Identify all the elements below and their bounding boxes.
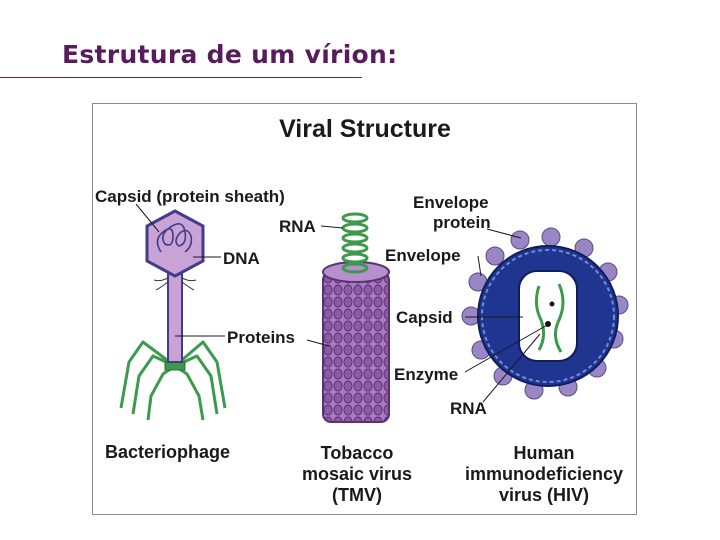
- label-envelope: Envelope: [385, 246, 461, 265]
- tmv-illustration: [322, 212, 390, 423]
- caption-hiv-line1: Human: [513, 443, 574, 463]
- label-rna-hiv: RNA: [450, 399, 487, 418]
- label-rna-tmv: RNA: [279, 217, 316, 236]
- hiv-illustration: [461, 227, 629, 400]
- viral-structure-svg: Viral Structure Capsid (prote: [95, 115, 629, 505]
- label-envelope-protein-line2: protein: [433, 213, 491, 232]
- label-enzyme: Enzyme: [394, 365, 458, 384]
- label-capsid-protein-sheath: Capsid (protein sheath): [95, 187, 285, 206]
- caption-tmv-line2: mosaic virus: [302, 464, 412, 484]
- figure-title: Viral Structure: [279, 115, 451, 143]
- label-dna: DNA: [223, 249, 260, 268]
- viral-structure-figure: Viral Structure Capsid (prote: [92, 103, 637, 515]
- bacteriophage-illustration: [119, 209, 227, 421]
- caption-tmv-line3: (TMV): [332, 485, 382, 505]
- label-capsid: Capsid: [396, 308, 453, 327]
- title-divider: [0, 77, 362, 78]
- caption-hiv-line2: immunodeficiency: [465, 464, 623, 484]
- label-envelope-protein-line1: Envelope: [413, 193, 489, 212]
- caption-hiv-line3: virus (HIV): [499, 485, 589, 505]
- caption-bacteriophage: Bacteriophage: [105, 442, 230, 462]
- caption-tmv-line1: Tobacco: [321, 443, 394, 463]
- label-proteins: Proteins: [227, 328, 295, 347]
- slide-title: Estrutura de um vírion:: [62, 40, 398, 69]
